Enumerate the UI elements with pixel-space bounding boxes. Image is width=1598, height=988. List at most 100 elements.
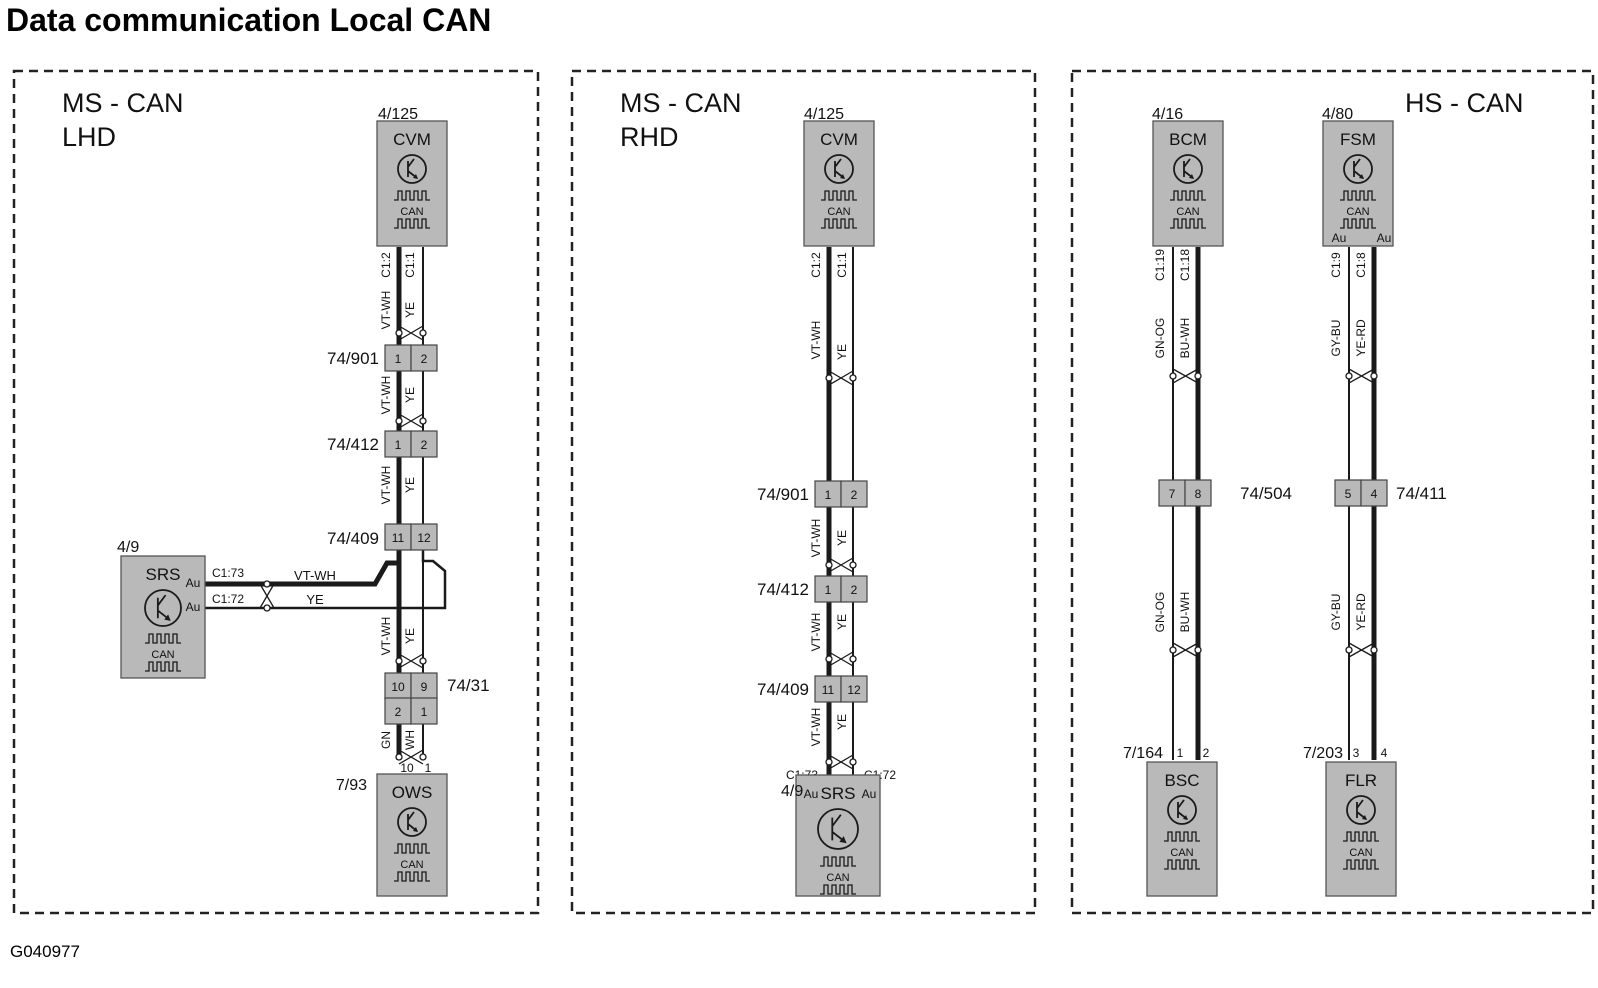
twist-node	[1169, 372, 1177, 380]
twist-node	[395, 417, 403, 425]
module-bus-label: CAN	[827, 206, 850, 218]
connector-pin: 10	[391, 680, 405, 694]
module-box-bsc	[1146, 761, 1218, 897]
module-pin: Au	[186, 600, 201, 614]
icon-ring	[397, 807, 427, 837]
module-box-flr	[1325, 761, 1397, 897]
module-bus-label: CAN	[400, 859, 423, 871]
connector-pin: 1	[395, 352, 402, 366]
module-name: CVM	[393, 130, 431, 149]
twisted-pair-marker	[1345, 368, 1378, 384]
twist-node	[825, 758, 833, 766]
module-name: BCM	[1169, 130, 1207, 149]
twist-node	[395, 329, 403, 337]
transistor-icon	[824, 154, 854, 184]
transistor-icon	[397, 154, 427, 184]
icon-ring	[397, 154, 427, 184]
wire-label: BU-WH	[1178, 318, 1192, 359]
module-ref: 4/125	[378, 106, 418, 123]
module-pin: Au	[1332, 231, 1347, 245]
connector-pin-box	[840, 480, 868, 508]
module-box-ows	[376, 773, 448, 897]
transistor-icon	[1346, 795, 1376, 825]
wire-label: GY-BU	[1329, 320, 1343, 357]
twist-node	[419, 753, 427, 761]
wire-label: YE	[835, 714, 849, 730]
icon-arrow	[1183, 815, 1188, 820]
twist-node	[825, 561, 833, 569]
pulse-icon	[1340, 218, 1376, 229]
pulse-icon	[1343, 859, 1379, 870]
pulse-icon	[820, 884, 856, 895]
pulse-icon	[1170, 190, 1206, 201]
connector-ref: 74/412	[327, 435, 379, 454]
twist-node	[1194, 646, 1202, 654]
connector-pin: 12	[847, 683, 861, 697]
twist-node	[1370, 372, 1378, 380]
connector-pin-box	[384, 523, 412, 551]
twisted-pair-marker	[825, 754, 857, 770]
module-ref: 4/125	[804, 106, 844, 123]
pulse-icon	[1340, 190, 1376, 201]
wire-label: VT-WH	[379, 376, 393, 415]
wire-label: VT-WH	[809, 519, 823, 558]
connector-pin-box	[1158, 479, 1186, 507]
connector-ref: 74/901	[757, 485, 809, 504]
module-ref: 4/80	[1322, 106, 1353, 123]
module-pin: Au	[862, 787, 877, 801]
module-ref: 7/93	[336, 777, 367, 794]
twist-node	[1345, 646, 1353, 654]
twist-cross	[828, 754, 854, 770]
connector-pin: 2	[851, 583, 858, 597]
transistor-icon	[397, 807, 427, 837]
wire-label: YE	[835, 614, 849, 630]
module-pin: 2	[1203, 746, 1210, 760]
twisted-pair-marker	[395, 325, 427, 341]
connector-pin: 11	[822, 683, 835, 697]
twist-node	[419, 417, 427, 425]
module-pin: Au	[186, 576, 201, 590]
wire-label: YE	[835, 530, 849, 546]
twisted-pair-marker	[1169, 642, 1202, 658]
module-bus-label: CAN	[1349, 847, 1372, 859]
wire-label: YE-RD	[1354, 593, 1368, 631]
twist-cross	[1348, 368, 1375, 384]
wire-label: YE	[403, 302, 417, 318]
pulse-icon	[1164, 859, 1200, 870]
connector-pin: 1	[825, 583, 832, 597]
connector-pin: 11	[392, 531, 405, 545]
icon-ring	[144, 589, 182, 627]
wire-label: C1:1	[403, 252, 417, 278]
connector-pin-box	[1184, 479, 1212, 507]
connector-pin: 7	[1169, 487, 1176, 501]
panel-label: RHD	[620, 122, 679, 152]
twisted-pair-marker	[825, 651, 857, 667]
twist-cross	[259, 583, 275, 609]
connector-pin-box	[410, 697, 438, 725]
connector-ref: 74/412	[757, 580, 809, 599]
connector-pin-box	[410, 523, 438, 551]
panel-label: HS - CAN	[1405, 88, 1524, 118]
transistor-icon	[1173, 154, 1203, 184]
twist-cross	[1348, 642, 1375, 658]
figure-id: G040977	[10, 942, 80, 961]
wire-label: GN-OG	[1153, 318, 1167, 359]
twist-cross	[398, 749, 424, 765]
pulse-icon	[1164, 831, 1200, 842]
wire-label: YE	[403, 477, 417, 493]
connector-pin-box	[840, 575, 868, 603]
transistor-icon	[817, 808, 859, 850]
module-ref: 7/203	[1303, 745, 1343, 762]
module-ref: 4/16	[1152, 106, 1183, 123]
panel-label: MS - CAN	[62, 88, 184, 118]
module-name: FLR	[1345, 771, 1377, 790]
transistor-icon	[144, 589, 182, 627]
wire-label: VT-WH	[379, 466, 393, 505]
wire-label: GN-OG	[1153, 592, 1167, 633]
wire-label: VT-WH	[379, 291, 393, 330]
wire-label: YE	[306, 592, 324, 607]
wire-label: C1:18	[1178, 249, 1192, 281]
twisted-pair-marker	[1345, 642, 1378, 658]
module-pin: 1	[425, 761, 432, 775]
twist-node	[1194, 372, 1202, 380]
